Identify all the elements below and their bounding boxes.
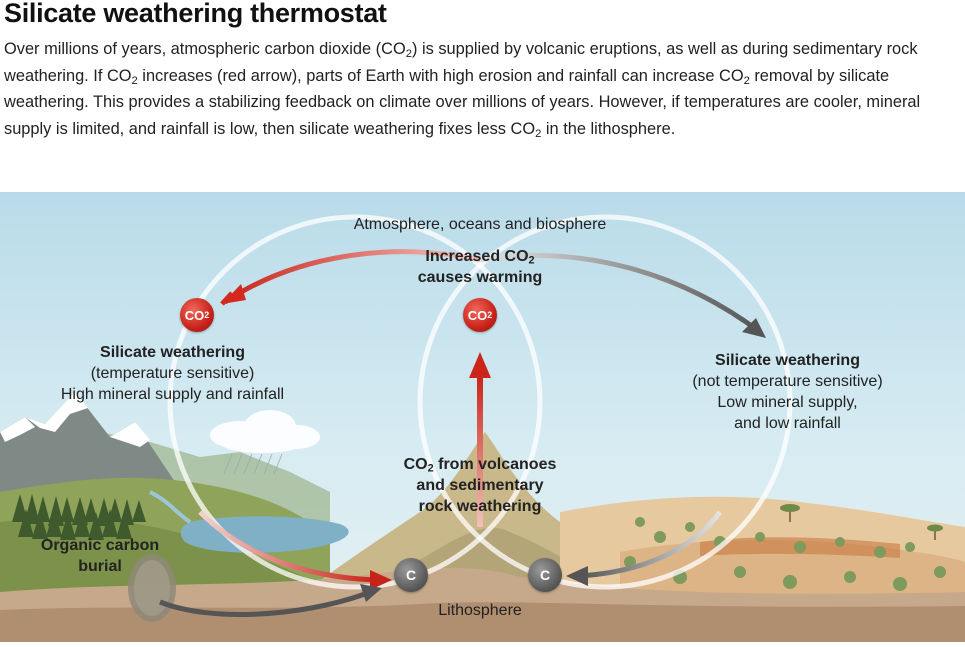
right-weathering-title: Silicate weathering [715, 352, 860, 369]
intro-paragraph: Over millions of years, atmospheric carb… [4, 40, 921, 140]
left-weathering-line1: (temperature sensitive) [90, 365, 255, 382]
right-weathering-line2: Low mineral supply, [717, 394, 858, 411]
scene-illustration [0, 192, 965, 642]
right-weathering-label: Silicate weathering (not temperature sen… [660, 350, 915, 434]
left-weathering-line2: High mineral supply and rainfall [60, 386, 285, 403]
left-weathering-title: Silicate weathering [100, 344, 245, 361]
carbon-badge-right: C [528, 558, 562, 592]
atmosphere-label: Atmosphere, oceans and biosphere [353, 216, 607, 233]
lithosphere-label: Lithosphere [438, 602, 522, 619]
carbon-badge-left: C [394, 558, 428, 592]
figure-title: Silicate weathering thermostat [4, 0, 387, 28]
right-weathering-line1: (not temperature sensitive) [692, 373, 883, 390]
right-weathering-line3: and low rainfall [734, 415, 841, 432]
left-weathering-label: Silicate weathering (temperature sensiti… [30, 342, 315, 405]
